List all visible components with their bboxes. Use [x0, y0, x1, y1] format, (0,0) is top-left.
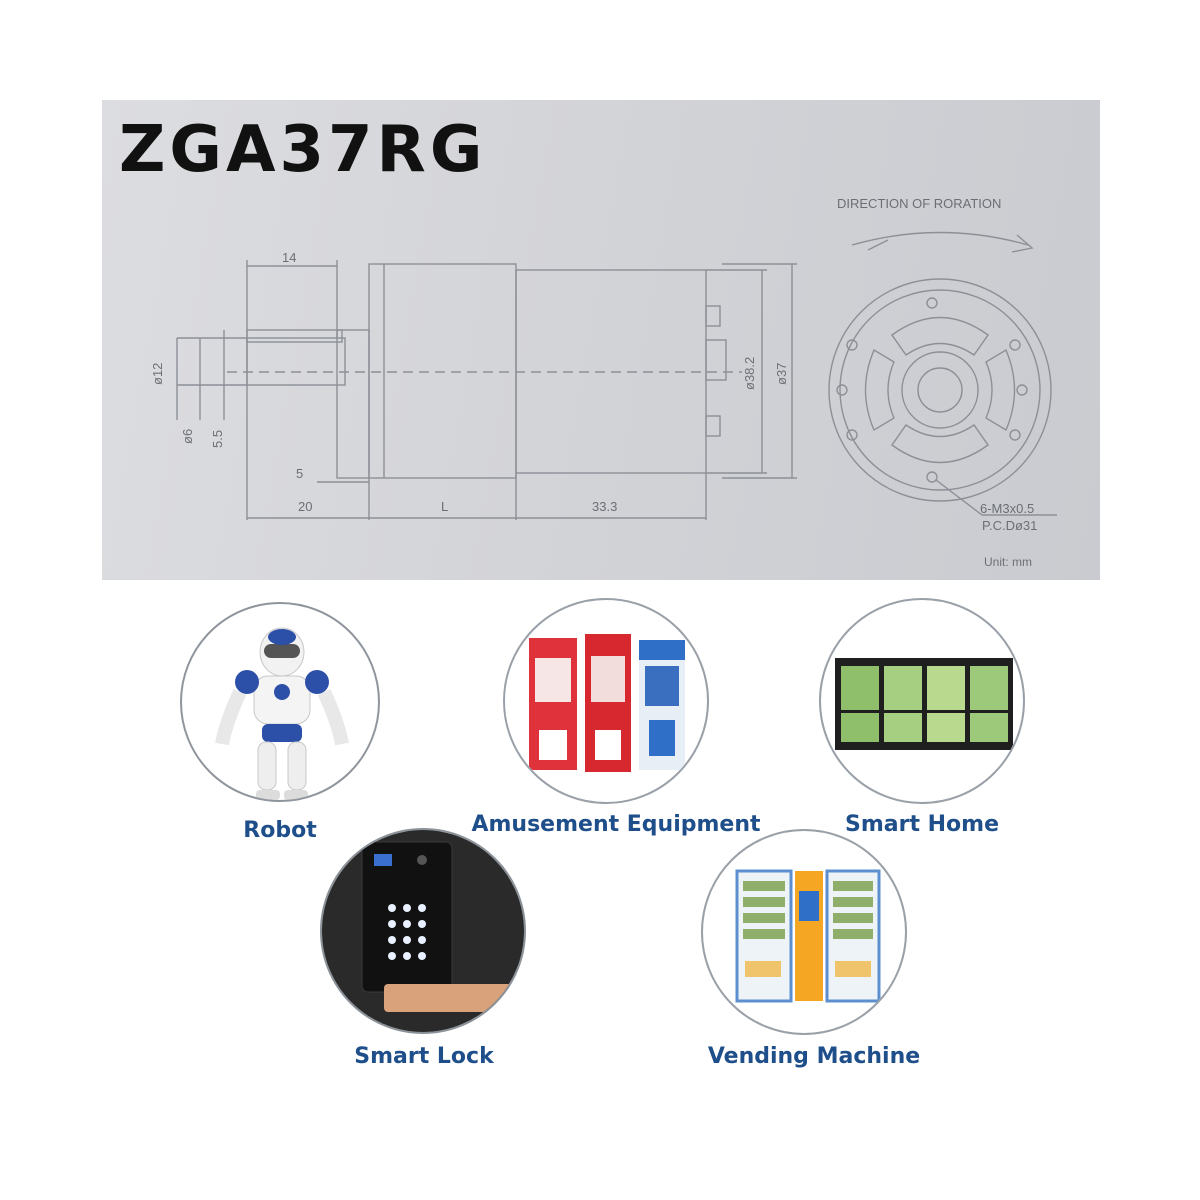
shaft-flat — [246, 329, 343, 343]
terminal-top — [705, 305, 721, 327]
application-label-robot: Robot — [243, 818, 317, 843]
application-label-amusement-equipment: Amusement Equipment — [471, 812, 761, 837]
dim-diameter-38-2: ø38.2 — [742, 357, 757, 390]
dim-diameter-12: ø12 — [150, 363, 165, 385]
vending-machine-icon — [735, 869, 881, 1003]
smart-lock-icon — [322, 830, 524, 1032]
gearbox-body — [368, 263, 517, 479]
terminal-mid — [705, 339, 727, 381]
motor-end-view — [828, 278, 1057, 516]
dim-14: 14 — [282, 250, 296, 265]
rotation-label: DIRECTION OF RORATION — [837, 196, 1001, 211]
dim-20: 20 — [298, 499, 312, 514]
technical-drawing-panel: ZGA37RG — [102, 100, 1100, 580]
application-smart-home — [819, 598, 1025, 804]
application-robot — [180, 602, 380, 802]
dim-33-3: 33.3 — [592, 499, 617, 514]
application-label-smart-lock: Smart Lock — [354, 1044, 494, 1069]
application-label-smart-home: Smart Home — [844, 812, 999, 837]
screw-spec: 6-M3x0.5 — [980, 501, 1034, 516]
motor-shaft — [246, 337, 346, 386]
rotation-arrow — [851, 231, 1029, 246]
model-title: ZGA37RG — [119, 113, 487, 187]
unit-note: Unit: mm — [984, 555, 1032, 569]
bearing-boss — [336, 329, 370, 479]
application-vending-machine — [701, 829, 907, 1035]
robot-icon — [215, 627, 349, 800]
arcade-machine-icon — [529, 634, 685, 772]
motor-dimension-drawing: 14 ø12 ø6 5.5 5 20 L 33.3 ø38.2 ø37 DIRE… — [150, 196, 1057, 569]
dim-diameter-6: ø6 — [180, 429, 195, 444]
window-icon — [835, 658, 1013, 750]
dim-5: 5 — [296, 466, 303, 481]
dim-diameter-37: ø37 — [774, 363, 789, 385]
dim-L: L — [441, 499, 448, 514]
application-smart-lock — [320, 828, 526, 1034]
dim-5-5: 5.5 — [210, 430, 225, 448]
terminal-bottom — [705, 415, 721, 437]
application-amusement-equipment — [503, 598, 709, 804]
application-label-vending-machine: Vending Machine — [707, 1044, 921, 1069]
pcd-spec: P.C.Dø31 — [982, 518, 1037, 533]
